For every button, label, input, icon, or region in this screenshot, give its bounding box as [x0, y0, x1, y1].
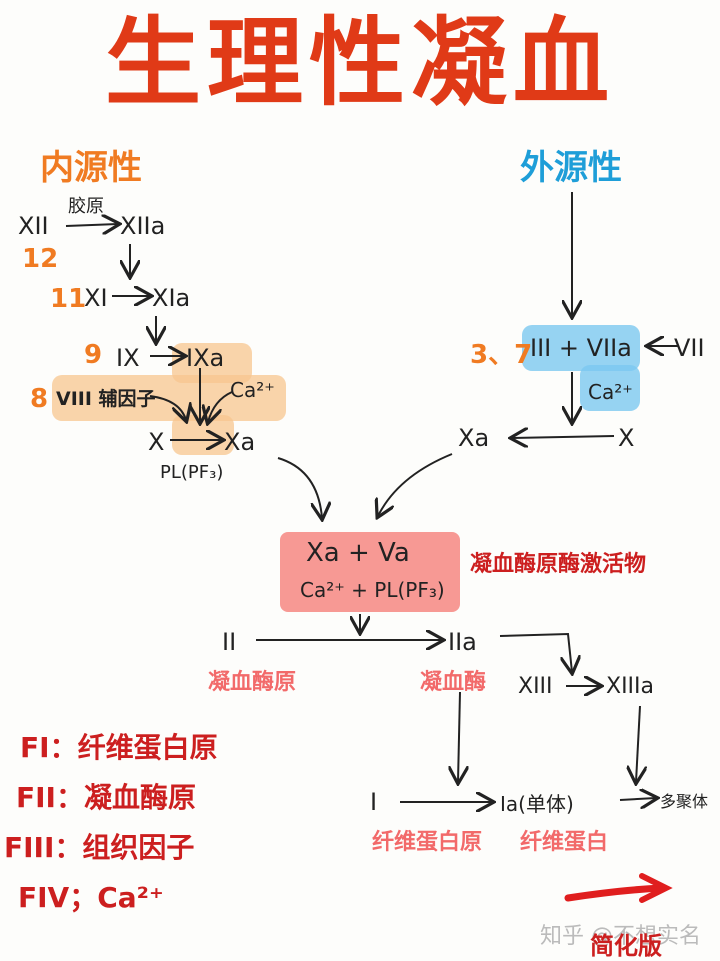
factor-9a: IXa	[186, 344, 225, 372]
calcium-extrinsic: Ca²⁺	[588, 380, 633, 404]
extrinsic-highlight-top	[522, 325, 640, 371]
arrow-12-12a	[65, 224, 118, 226]
factor-11a: XIa	[152, 284, 191, 312]
number-9: 9	[84, 340, 103, 370]
fibrin-monomer: Ia(单体)	[500, 792, 574, 816]
number-3-7: 3、7	[470, 340, 533, 370]
factor-10-intrinsic: X	[148, 428, 165, 456]
factor-13a: XIIIa	[606, 674, 655, 699]
factor-9: IX	[116, 344, 140, 372]
arrow-10-10a-ext	[512, 436, 615, 438]
legend-item-fii: FII：凝血酶原	[16, 776, 196, 816]
arrow-intrinsic-complex	[277, 457, 322, 518]
complex-line-1: Xa + Va	[306, 538, 410, 568]
extrinsic-label: 外源性	[520, 148, 622, 188]
polymer: 多聚体	[660, 792, 709, 811]
factor-7: VII	[674, 334, 705, 362]
arrow-extrinsic-complex	[378, 453, 453, 516]
factor-12: XII	[18, 212, 49, 240]
simplified-arrow-head	[639, 873, 673, 903]
legend-key: FIII	[4, 831, 55, 864]
legend-key: FII	[16, 781, 56, 814]
legend-item-fiii: FIII：组织因子	[4, 826, 194, 866]
legend-key: FIV	[18, 881, 70, 914]
arrow-13a-down	[636, 705, 640, 782]
fibrinogen-label: 纤维蛋白原	[372, 830, 483, 855]
pl-pf3-label: PL(PF₃)	[160, 462, 224, 483]
legend-sep: ；	[69, 881, 98, 914]
watermark: 知乎 @不想实名	[540, 924, 701, 949]
arrow-2a-13	[499, 632, 572, 672]
intrinsic-label: 内源性	[40, 148, 142, 188]
page-title: 生理性凝血	[105, 7, 615, 119]
arrow-ca-join	[208, 391, 233, 422]
factor-10a-intrinsic: Xa	[224, 428, 256, 456]
arrow-2a-1	[458, 691, 460, 782]
intrinsic-highlight-band	[52, 375, 286, 421]
legend-value: 组织因子	[82, 831, 195, 864]
complex-line-2: Ca²⁺ + PL(PF₃)	[300, 578, 445, 602]
prothrombin: II	[222, 628, 237, 656]
number-12: 12	[22, 244, 59, 274]
fibrin-label: 纤维蛋白	[520, 830, 609, 855]
fibrinogen: I	[370, 788, 378, 816]
factor-11: XI	[84, 284, 108, 312]
legend-key: FI	[20, 731, 50, 764]
factor-13: XIII	[518, 674, 553, 699]
complex-label: 凝血酶原酶激活物	[470, 552, 647, 577]
legend-sep: ：	[54, 831, 83, 864]
legend-value: 纤维蛋白原	[77, 731, 218, 764]
factor-8-cofactor: VIII 辅因子	[56, 388, 156, 410]
thrombin-label: 凝血酶	[420, 670, 487, 695]
complex-highlight	[280, 532, 460, 612]
arrow-1a-polymer	[619, 798, 656, 800]
factor-12a: XIIa	[120, 212, 166, 240]
legend-value: Ca²⁺	[97, 881, 164, 914]
legend-sep: ：	[49, 731, 78, 764]
number-11: 11	[50, 284, 87, 314]
number-8: 8	[30, 384, 49, 414]
factor-10-extrinsic: X	[618, 424, 635, 452]
factor-10a-extrinsic: Xa	[458, 424, 490, 452]
factor-3-7a: III + VIIa	[530, 334, 632, 362]
calcium-intrinsic: Ca²⁺	[230, 378, 275, 402]
arrow-8-join	[149, 395, 186, 420]
simplified-label: 简化版	[590, 932, 662, 960]
thrombin: IIa	[448, 628, 477, 656]
legend-sep: ：	[55, 781, 84, 814]
extrinsic-highlight-bottom	[580, 365, 640, 411]
legend-value: 凝血酶原	[83, 781, 196, 814]
collagen-label: 胶原	[68, 196, 104, 217]
prothrombin-label: 凝血酶原	[208, 670, 297, 695]
legend-item-fi: FI：纤维蛋白原	[20, 726, 218, 766]
simplified-arrow	[564, 884, 666, 902]
legend-item-fiv: FIV；Ca²⁺	[18, 876, 164, 916]
